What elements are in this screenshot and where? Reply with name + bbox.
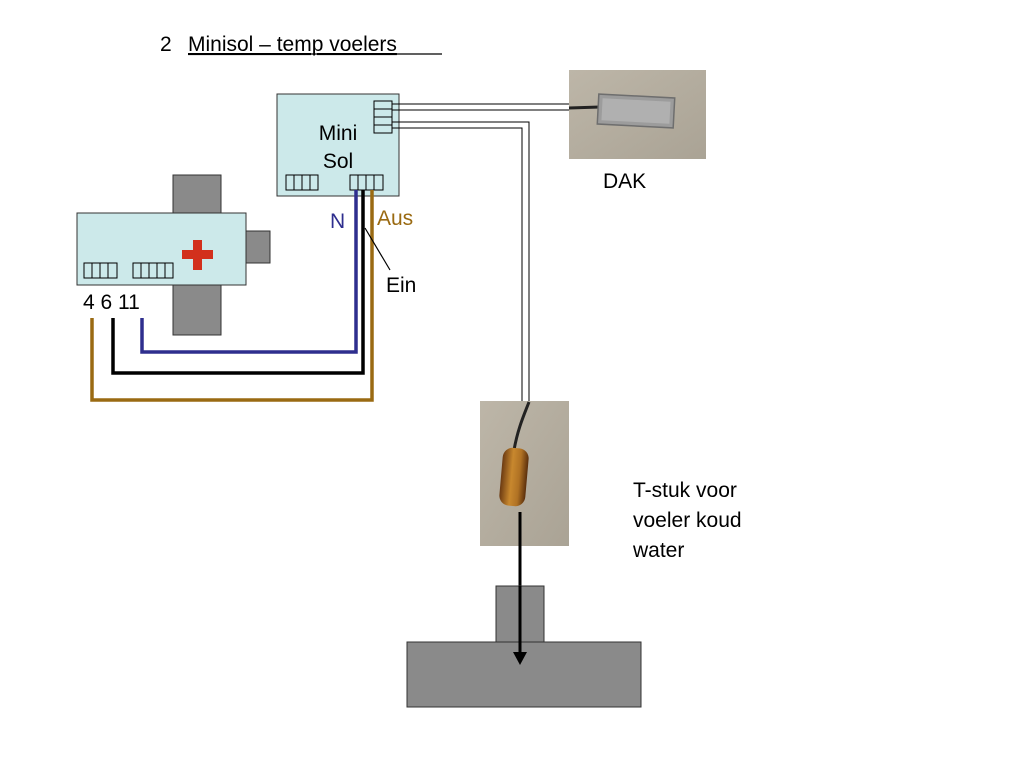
wire-aus-brown <box>90 190 374 402</box>
minisol-connector-bottom <box>349 174 384 191</box>
minisol-box <box>276 93 400 197</box>
controller-connector-right <box>132 262 174 279</box>
slide-title: Minisol – temp voelers <box>188 33 397 56</box>
minisol-label-line1: Mini <box>319 122 358 145</box>
controller-box <box>76 212 247 286</box>
minisol-label-line2: Sol <box>323 150 353 173</box>
arrow-head <box>513 652 527 665</box>
dak-sensor-photo <box>568 70 706 159</box>
wire-ein-black <box>111 190 365 375</box>
label-ein: Ein <box>386 274 416 297</box>
ein-pointer <box>364 227 391 271</box>
pump-body-stub <box>245 230 271 264</box>
tstuk-sensor-photo <box>480 401 569 546</box>
label-dak: DAK <box>603 170 646 193</box>
label-tstuk-line2: voeler koud <box>633 509 742 532</box>
controller-connector-left <box>83 262 118 279</box>
minisol-connector-left <box>285 174 319 191</box>
label-tstuk-line1: T-stuk voor <box>633 479 737 502</box>
plus-icon <box>182 240 213 270</box>
terminal-numbers: 4 6 11 <box>83 291 140 314</box>
pipe-body <box>406 641 642 708</box>
cable-to-dak <box>392 103 570 111</box>
wire-n-blue <box>140 190 358 354</box>
label-aus: Aus <box>377 207 413 230</box>
slide-number: 2 <box>160 33 172 56</box>
label-n: N <box>330 210 345 233</box>
label-tstuk-line3: water <box>632 539 684 562</box>
minisol-connector-side <box>373 100 393 134</box>
cable-to-tstuk <box>392 121 530 402</box>
